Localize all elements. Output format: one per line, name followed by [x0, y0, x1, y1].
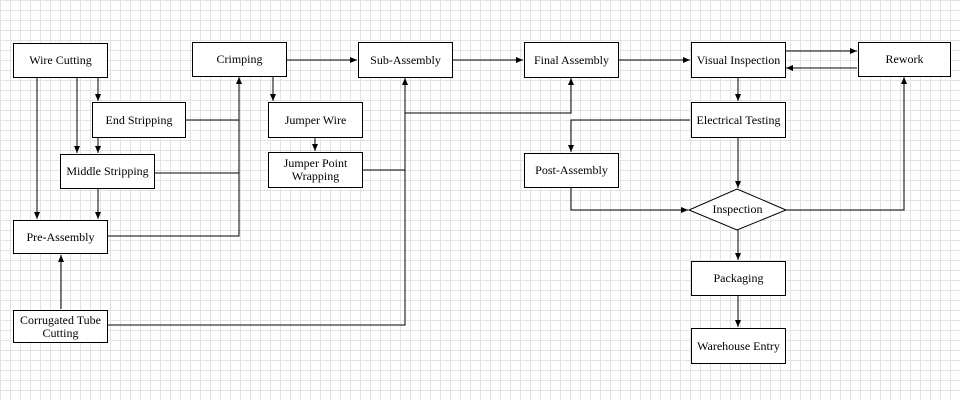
node-pre-assembly[interactable]: Pre-Assembly [13, 220, 108, 254]
node-label: Warehouse Entry [697, 338, 780, 353]
node-label: Jumper Wire [284, 112, 347, 127]
node-packaging[interactable]: Packaging [691, 261, 786, 296]
node-crimping[interactable]: Crimping [192, 42, 287, 77]
node-warehouse-entry[interactable]: Warehouse Entry [691, 328, 786, 364]
node-label: End Stripping [105, 112, 173, 127]
edge-post-assembly-to-inspection [570, 188, 688, 213]
node-label: Final Assembly [533, 52, 609, 67]
node-label: Corrugated Tube Cutting [20, 312, 101, 340]
node-label: Middle Stripping [66, 164, 149, 178]
inspection-diamond[interactable] [687, 188, 788, 231]
node-label: Inspection [712, 202, 763, 216]
node-jumper-wire[interactable]: Jumper Wire [268, 102, 363, 138]
edge-electrical-testing-to-post-assembly [568, 119, 690, 152]
node-sub-assembly[interactable]: Sub-Assembly [358, 42, 453, 78]
node-label: Visual Inspection [696, 52, 781, 67]
node-visual-inspection[interactable]: Visual Inspection [691, 42, 786, 78]
node-rework[interactable]: Rework [858, 42, 951, 77]
node-label: Rework [885, 52, 924, 66]
edge-inspection-to-rework [786, 77, 907, 211]
node-label: Electrical Testing [696, 112, 781, 127]
node-inspection[interactable]: Inspection [689, 189, 786, 230]
node-final-assembly[interactable]: Final Assembly [524, 42, 619, 78]
node-label: Sub-Assembly [370, 52, 441, 67]
edge-wrapping-to-sub-assembly [362, 78, 408, 171]
node-middle-stripping[interactable]: Middle Stripping [60, 154, 155, 189]
node-label: Packaging [713, 271, 764, 285]
edge-end-stripping-to-crimping [185, 77, 242, 121]
node-post-assembly[interactable]: Post-Assembly [524, 153, 619, 188]
node-electrical-testing[interactable]: Electrical Testing [691, 102, 786, 138]
node-label: Wire Cutting [29, 53, 92, 67]
node-label: Pre-Assembly [26, 229, 95, 244]
node-label: Jumper Point Wrapping [283, 156, 348, 183]
node-label: Crimping [216, 52, 263, 66]
node-wire-cutting[interactable]: Wire Cutting [13, 43, 108, 78]
node-end-stripping[interactable]: End Stripping [92, 102, 186, 138]
edge-pre-assembly-to-crimping [108, 120, 240, 237]
node-jumper-point-wrapping[interactable]: Jumper Point Wrapping [268, 152, 363, 188]
edge-corrugated-tube-to-sub-assembly [108, 170, 406, 326]
edge-to-final-assembly-bottom [405, 78, 574, 114]
node-label: Post-Assembly [535, 163, 608, 177]
node-corrugated-tube-cutting[interactable]: Corrugated Tube Cutting [13, 310, 108, 343]
